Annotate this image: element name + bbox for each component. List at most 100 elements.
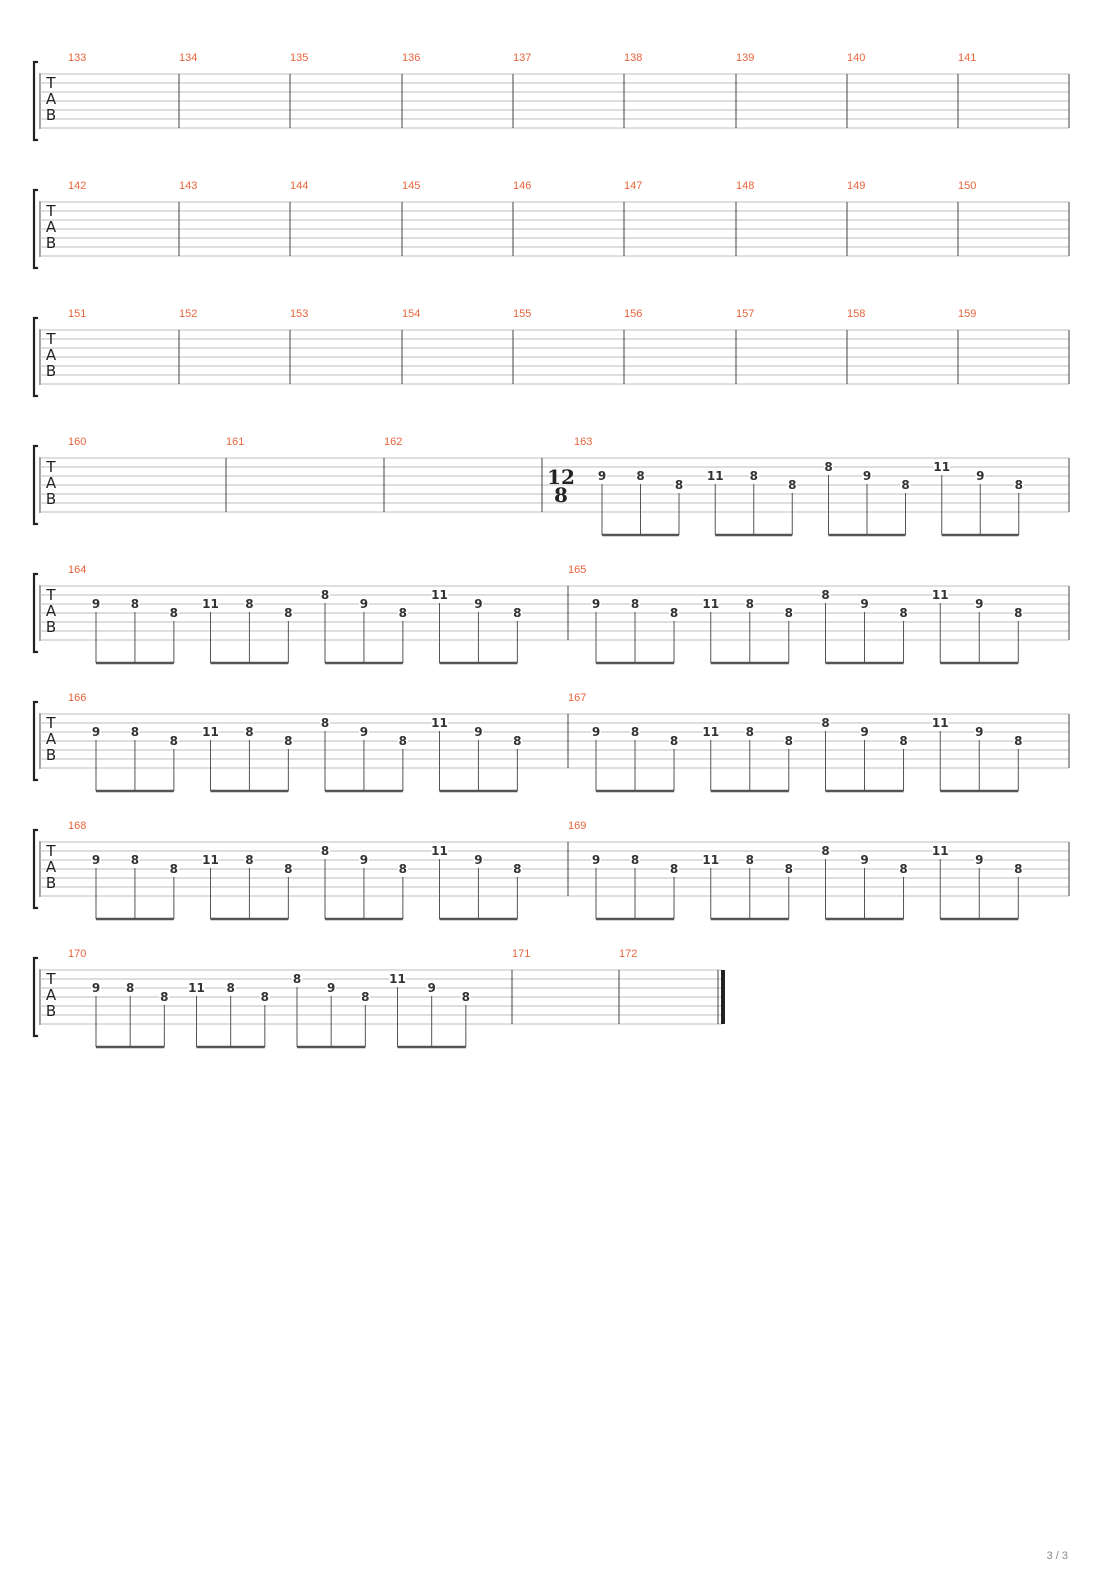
fret-number: 8	[631, 725, 639, 739]
fret-knockout	[702, 726, 719, 738]
fret-number: 9	[592, 853, 600, 867]
bar-number: 156	[624, 308, 642, 320]
tab-clef-letter: B	[46, 362, 56, 380]
tab-clef-letter: T	[45, 458, 56, 476]
fret-number: 9	[863, 469, 871, 483]
fret-knockout	[630, 598, 641, 610]
fret-number: 9	[92, 597, 100, 611]
tab-clef-letter: T	[45, 330, 56, 348]
fret-number: 8	[226, 981, 234, 995]
fret-knockout	[202, 854, 219, 866]
fret-knockout	[932, 717, 949, 729]
fret-number: 8	[785, 606, 793, 620]
fret-number: 9	[360, 853, 368, 867]
fret-knockout	[358, 854, 369, 866]
fret-number: 8	[785, 734, 793, 748]
fret-number: 9	[474, 597, 482, 611]
fret-number: 9	[975, 725, 983, 739]
bar-number: 135	[290, 52, 308, 64]
fret-knockout	[244, 598, 255, 610]
fret-number: 11	[431, 844, 448, 858]
fret-number: 8	[636, 469, 644, 483]
fret-knockout	[669, 863, 680, 875]
fret-number: 8	[788, 478, 796, 492]
tab-clef-letter: T	[45, 202, 56, 220]
fret-knockout	[674, 479, 685, 491]
bar-number: 143	[179, 180, 197, 192]
final-barline-thick	[721, 970, 725, 1024]
fret-knockout	[820, 589, 831, 601]
fret-knockout	[188, 982, 205, 994]
tab-clef-letter: T	[45, 714, 56, 732]
fret-number: 8	[1014, 734, 1022, 748]
fret-knockout	[129, 854, 140, 866]
fret-number: 9	[92, 981, 100, 995]
fret-number: 11	[202, 725, 219, 739]
fret-number: 9	[975, 597, 983, 611]
fret-number: 8	[513, 734, 521, 748]
bar-number: 162	[384, 436, 402, 448]
fret-knockout	[859, 854, 870, 866]
fret-number: 8	[321, 588, 329, 602]
fret-number: 8	[462, 990, 470, 1004]
bar-number: 165	[568, 564, 586, 576]
fret-number: 11	[932, 716, 949, 730]
fret-number: 9	[474, 853, 482, 867]
fret-knockout	[320, 717, 330, 729]
tab-clef-letter: B	[46, 746, 56, 764]
fret-number: 8	[293, 972, 301, 986]
fret-number: 9	[860, 597, 868, 611]
fret-number: 8	[821, 844, 829, 858]
bar-number: 134	[179, 52, 197, 64]
fret-knockout	[974, 726, 985, 738]
fret-knockout	[932, 589, 949, 601]
fret-knockout	[244, 726, 255, 738]
fret-knockout	[358, 726, 369, 738]
fret-knockout	[783, 607, 794, 619]
fret-number: 8	[631, 597, 639, 611]
fret-number: 8	[1014, 606, 1022, 620]
fret-knockout	[389, 973, 406, 985]
system-bracket	[32, 60, 38, 142]
fret-knockout	[591, 598, 601, 610]
fret-knockout	[244, 854, 255, 866]
bar-number: 163	[574, 436, 592, 448]
fret-knockout	[820, 717, 831, 729]
system-bracket	[32, 828, 38, 910]
bar-number: 147	[624, 180, 642, 192]
bar-number: 157	[736, 308, 754, 320]
fret-knockout	[1013, 863, 1024, 875]
fret-number: 9	[976, 469, 984, 483]
fret-knockout	[744, 726, 755, 738]
fret-number: 9	[474, 725, 482, 739]
fret-number: 11	[702, 725, 719, 739]
fret-knockout	[91, 598, 101, 610]
fret-number: 11	[702, 853, 719, 867]
fret-knockout	[125, 982, 136, 994]
fret-number: 8	[361, 990, 369, 1004]
fret-knockout	[744, 598, 755, 610]
fret-knockout	[320, 845, 330, 857]
bar-number: 148	[736, 180, 754, 192]
fret-knockout	[129, 726, 140, 738]
fret-knockout	[473, 598, 484, 610]
fret-number: 8	[170, 734, 178, 748]
tab-clef-letter: A	[46, 730, 57, 748]
fret-knockout	[512, 863, 523, 875]
bar-number: 159	[958, 308, 976, 320]
tab-clef-letter: A	[46, 858, 57, 876]
fret-number: 8	[899, 862, 907, 876]
fret-number: 8	[901, 478, 909, 492]
fret-number: 9	[592, 725, 600, 739]
bar-number: 150	[958, 180, 976, 192]
fret-knockout	[823, 461, 834, 473]
fret-number: 8	[750, 469, 758, 483]
bar-number: 168	[68, 820, 86, 832]
fret-number: 8	[746, 853, 754, 867]
fret-knockout	[202, 598, 219, 610]
fret-knockout	[898, 607, 909, 619]
bar-number: 161	[226, 436, 244, 448]
bar-number: 171	[512, 948, 530, 960]
fret-number: 8	[131, 725, 139, 739]
